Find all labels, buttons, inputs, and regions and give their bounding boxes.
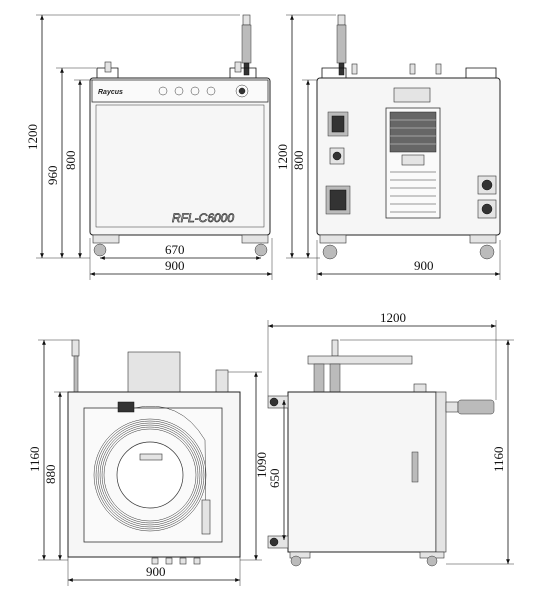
top-chiller-unit [127, 351, 181, 393]
side-handle [445, 399, 495, 415]
top-fitting-left [71, 339, 80, 393]
front-casters [92, 234, 269, 257]
side-view: 1200 650 1160 [267, 310, 514, 567]
side-front-rail [435, 391, 447, 553]
dim-side-depth: 1200 [380, 310, 406, 325]
dim-side-height-total: 1160 [491, 446, 506, 472]
dim-front-height-frame: 960 [45, 166, 60, 186]
side-latch [411, 451, 419, 483]
top-bottom-ports [151, 557, 201, 565]
dim-top-width: 900 [146, 564, 166, 579]
model-label: RFL-C6000 [172, 211, 234, 225]
rear-light-tower [336, 14, 347, 76]
front-door-panel [95, 104, 265, 228]
side-cabinet [287, 391, 437, 553]
rear-view: 1200 800 900 [275, 14, 501, 280]
rear-connectors [325, 111, 497, 219]
dim-top-height-right: 1090 [254, 452, 269, 478]
dim-rear-height-total: 1200 [275, 144, 290, 170]
dim-top-height-body: 880 [43, 465, 58, 485]
rear-vent-grille [389, 111, 437, 213]
control-panel [91, 79, 269, 103]
top-handles [96, 61, 257, 80]
top-view: 1160 880 1090 900 [27, 339, 269, 586]
fiber-coil [93, 418, 207, 532]
side-top-fittings [307, 339, 427, 393]
front-view: Raycus RFL-C6000 1200 960 800 [25, 14, 273, 280]
rear-casters [319, 234, 497, 260]
rear-top-handles [321, 63, 497, 80]
dim-front-height-total: 1200 [25, 124, 40, 150]
brand-logo: Raycus [98, 89, 123, 96]
light-tower [241, 14, 252, 76]
dim-front-height-body: 800 [63, 151, 78, 171]
dim-side-height-mid: 650 [267, 469, 282, 489]
dim-top-height-total: 1160 [27, 446, 42, 472]
control-knobs [158, 84, 249, 98]
dim-rear-height-body: 800 [291, 151, 306, 171]
fiber-connector [117, 401, 211, 535]
dim-rear-width: 900 [414, 258, 434, 273]
rear-handle [393, 87, 431, 103]
dim-front-caster-span: 670 [165, 242, 185, 257]
side-casters [289, 551, 445, 567]
dim-front-width: 900 [165, 258, 185, 273]
front-cabinet [89, 77, 271, 236]
